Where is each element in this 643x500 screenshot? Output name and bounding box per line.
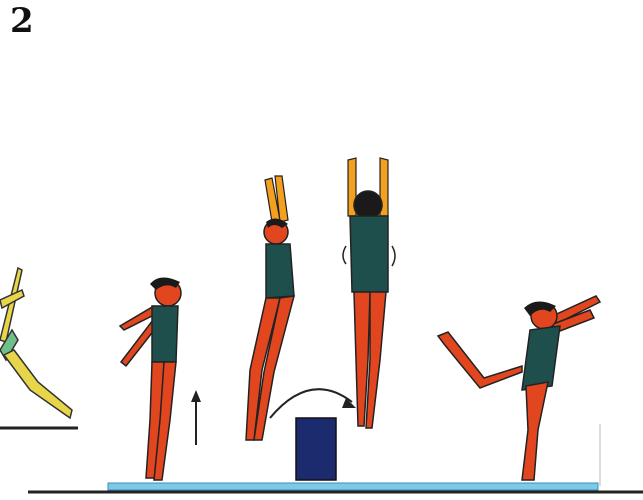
- gymnast-flight: [343, 158, 395, 428]
- gymnast-takeoff: [120, 277, 181, 480]
- up-arrow-icon: [191, 390, 201, 445]
- landing-mat: [108, 483, 598, 490]
- curved-arrow-icon: [270, 389, 356, 418]
- previous-figure: [0, 268, 72, 418]
- gymnast-landing: [438, 296, 600, 480]
- vault-block: [296, 418, 336, 480]
